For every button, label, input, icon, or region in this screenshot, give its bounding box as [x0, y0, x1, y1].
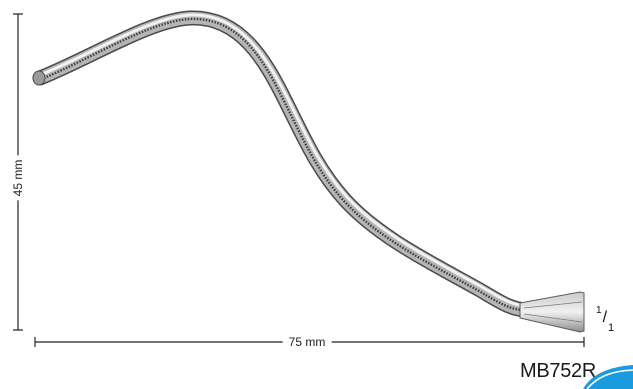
instrument-shaft-outline [32, 10, 536, 318]
product-code: MB752R [520, 360, 597, 382]
scale-numerator: 1 [596, 305, 602, 316]
instrument-shaft [34, 11, 534, 316]
height-dimension-label: 45 mm [11, 155, 25, 201]
scale-slash: / [602, 309, 608, 327]
scale-denominator: 1 [608, 321, 615, 334]
instrument-shaft-highlight [38, 13, 530, 308]
instrument-shaft-knurl [43, 17, 525, 312]
width-dimension-label: 75 mm [282, 336, 332, 348]
brand-swoosh-icon [583, 365, 633, 389]
instrument-shaft-end [32, 70, 46, 86]
scale-indicator: 1/1 [596, 306, 614, 334]
instrument-blade [519, 291, 585, 333]
